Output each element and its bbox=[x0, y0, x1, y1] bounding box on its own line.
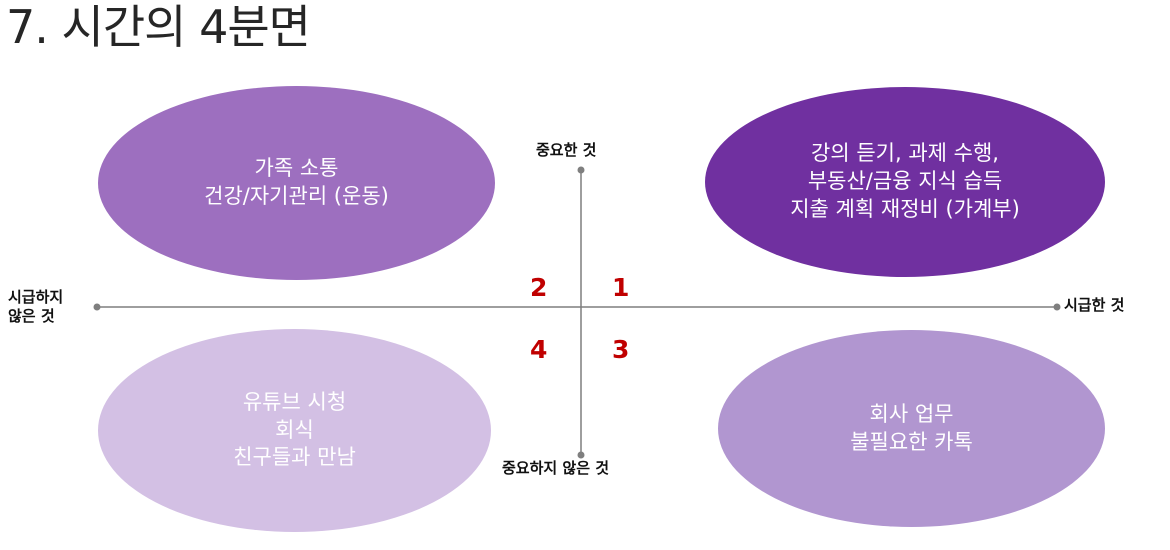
axis-label-not-urgent-line2: 않은 것 bbox=[8, 306, 55, 325]
quadrant-item: 가족 소통 bbox=[254, 156, 339, 181]
axis-endpoint-bottom bbox=[577, 451, 585, 459]
quadrant-item: 회사 업무 bbox=[869, 401, 954, 426]
quadrant-not-important-not-urgent: 유튜브 시청 회식 친구들과 만남 bbox=[98, 329, 491, 532]
quadrant-item: 지출 계획 재정비 (가계부) bbox=[790, 196, 1020, 221]
axis-endpoint-top bbox=[577, 166, 585, 174]
axis-label-urgent: 시급한 것 bbox=[1064, 296, 1125, 314]
quadrant-important-not-urgent: 가족 소통 건강/자기관리 (운동) bbox=[98, 86, 495, 280]
quadrant-number-2: 2 bbox=[530, 273, 548, 302]
axis-label-not-urgent: 시급하지 않은 것 bbox=[8, 288, 63, 326]
axis-endpoint-right bbox=[1053, 303, 1061, 311]
axis-label-not-important: 중요하지 않은 것 bbox=[502, 459, 610, 477]
quadrant-item: 부동산/금융 지식 습득 bbox=[807, 169, 1003, 194]
quadrant-item: 친구들과 만남 bbox=[233, 445, 356, 470]
quadrant-number-3: 3 bbox=[612, 335, 630, 364]
quadrant-number-4: 4 bbox=[530, 335, 548, 364]
quadrant-item: 건강/자기관리 (운동) bbox=[204, 184, 389, 208]
axis-endpoint-left bbox=[93, 303, 101, 311]
quadrant-item: 유튜브 시청 bbox=[242, 389, 347, 414]
quadrant-item: 회식 bbox=[275, 417, 314, 442]
quadrant-not-important-urgent: 회사 업무 불필요한 카톡 bbox=[718, 330, 1105, 527]
axis-label-important: 중요한 것 bbox=[536, 141, 597, 159]
quadrant-important-urgent: 강의 듣기, 과제 수행, 부동산/금융 지식 습득 지출 계획 재정비 (가계… bbox=[705, 87, 1105, 277]
quadrant-item: 불필요한 카톡 bbox=[850, 429, 973, 454]
quadrant-item: 강의 듣기, 과제 수행, bbox=[811, 141, 999, 166]
axis-label-not-urgent-line1: 시급하지 bbox=[8, 288, 64, 306]
quadrant-number-1: 1 bbox=[612, 273, 630, 302]
page-title: 7. 시간의 4분면 bbox=[6, 0, 311, 54]
